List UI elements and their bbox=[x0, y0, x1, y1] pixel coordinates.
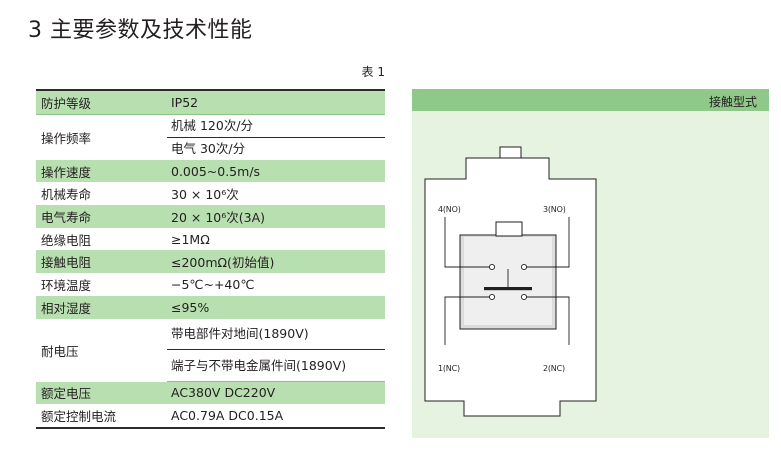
table-row: 操作速度 0.005~0.5m/s bbox=[36, 159, 385, 183]
contact-diagram bbox=[424, 146, 597, 417]
param-value: 机械 120次/分 bbox=[167, 115, 385, 138]
nc-left-wire bbox=[444, 296, 492, 345]
actuator bbox=[495, 221, 523, 237]
nc-contact-left bbox=[488, 293, 496, 301]
section-title: 3 主要参数及技术性能 bbox=[28, 18, 253, 43]
param-value: 30 × 10⁶次 bbox=[171, 187, 239, 203]
param-key: 绝缘电阻 bbox=[41, 232, 92, 248]
param-value: ≥1MΩ bbox=[171, 231, 210, 247]
param-key: 操作速度 bbox=[36, 159, 167, 183]
table-row: 额定控制电流 AC0.79A DC0.15A bbox=[36, 404, 385, 429]
param-value: 带电部件对地间(1890V) bbox=[167, 319, 385, 350]
table-row: 电气寿命 20 × 10⁶次(3A) bbox=[36, 205, 385, 228]
table-row: 环境温度 −5℃~+40℃ bbox=[36, 273, 385, 296]
no-right-wire bbox=[524, 217, 570, 268]
no-contact-right bbox=[520, 263, 528, 271]
param-value: 0.005~0.5m/s bbox=[167, 159, 385, 183]
table-row: 相对湿度 ≤95% bbox=[36, 295, 385, 319]
parameters-table: 防护等级 IP52 操作频率 机械 120次/分 电气 30次/分 操作速度 0… bbox=[36, 88, 385, 429]
table-row: 耐电压 带电部件对地间(1890V) 端子与不带电金属件间(1890V) bbox=[36, 319, 385, 382]
param-key: 耐电压 bbox=[41, 343, 79, 359]
nc-right-wire bbox=[524, 296, 570, 345]
param-key: 环境温度 bbox=[41, 277, 92, 293]
table-caption: 表 1 bbox=[361, 65, 385, 79]
param-key: 额定电压 bbox=[36, 381, 167, 405]
param-value: 20 × 10⁶次(3A) bbox=[167, 205, 385, 228]
terminal-label-4: 4(NO) bbox=[438, 205, 461, 214]
param-value: AC0.79A DC0.15A bbox=[167, 404, 385, 429]
contact-bridge bbox=[484, 287, 532, 291]
contact-type-panel: 接触型式 4(NO) 3(NO) 1(NC) 2(NC) bbox=[412, 89, 769, 438]
no-left-wire bbox=[444, 217, 492, 268]
terminal-label-2: 2(NC) bbox=[543, 364, 565, 373]
panel-header-label: 接触型式 bbox=[708, 95, 757, 109]
param-value: 端子与不带电金属件间(1890V) bbox=[167, 350, 385, 382]
param-value: ≤200mΩ(初始值) bbox=[167, 250, 385, 274]
table-row: 绝缘电阻 ≥1MΩ bbox=[36, 228, 385, 251]
actuator-cap bbox=[499, 146, 522, 159]
table-row: 机械寿命 30 × 10⁶次 bbox=[36, 182, 385, 205]
table-row: 接触电阻 ≤200mΩ(初始值) bbox=[36, 250, 385, 274]
param-value: −5℃~+40℃ bbox=[171, 276, 255, 292]
param-value: ≤95% bbox=[167, 295, 385, 319]
param-key: 防护等级 bbox=[36, 88, 167, 115]
table-row: 额定电压 AC380V DC220V bbox=[36, 381, 385, 405]
param-key: 电气寿命 bbox=[36, 205, 167, 228]
param-key: 操作频率 bbox=[41, 130, 92, 146]
param-value: IP52 bbox=[167, 88, 385, 115]
table-row: 防护等级 IP52 bbox=[36, 88, 385, 115]
no-contact-left bbox=[488, 263, 496, 271]
param-key: 额定控制电流 bbox=[36, 404, 167, 429]
param-key: 机械寿命 bbox=[41, 187, 92, 203]
table-row: 操作频率 机械 120次/分 电气 30次/分 bbox=[36, 114, 385, 160]
param-key: 相对湿度 bbox=[36, 295, 167, 319]
param-key: 接触电阻 bbox=[36, 250, 167, 274]
param-value: 电气 30次/分 bbox=[171, 140, 246, 156]
terminal-label-3: 3(NO) bbox=[543, 205, 566, 214]
panel-header: 接触型式 bbox=[412, 89, 769, 111]
nc-contact-right bbox=[520, 293, 528, 301]
param-value: AC380V DC220V bbox=[167, 381, 385, 405]
terminal-label-1: 1(NC) bbox=[438, 364, 460, 373]
